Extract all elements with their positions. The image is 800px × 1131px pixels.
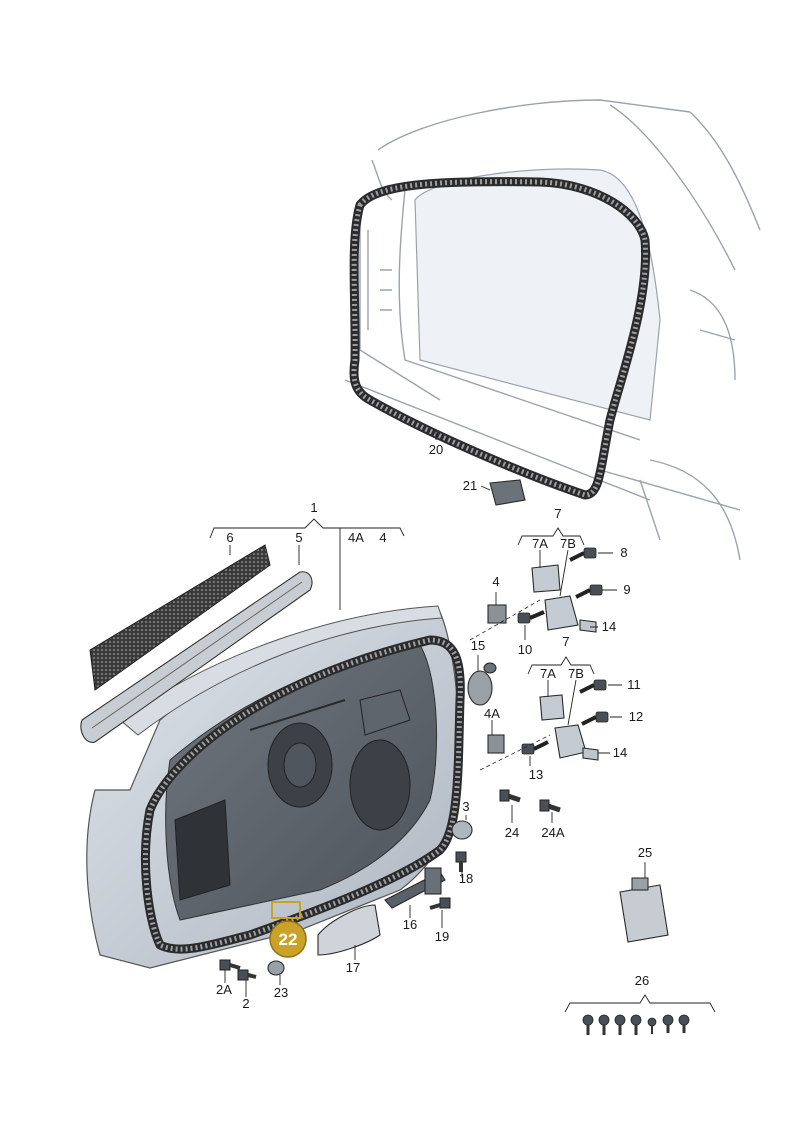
- callout-10: 10: [518, 642, 532, 657]
- callout-24: 24: [505, 825, 519, 840]
- callout-16: 16: [403, 917, 417, 932]
- callout-9: 9: [623, 582, 630, 597]
- callout-24a: 24A: [541, 825, 564, 840]
- callout-14-mid: 14: [613, 745, 627, 760]
- window-strips: [80, 544, 313, 743]
- callout-25: 25: [638, 845, 652, 860]
- callout-21: 21: [463, 478, 477, 493]
- highlight-22-badge: [269, 920, 307, 958]
- callout-12: 12: [629, 709, 643, 724]
- callout-2a: 2A: [216, 982, 232, 997]
- callout-2: 2: [242, 996, 249, 1011]
- callout-11: 11: [627, 677, 641, 692]
- callout-8: 8: [620, 545, 627, 560]
- callout-20: 20: [429, 442, 443, 457]
- callout-6: 6: [226, 530, 233, 545]
- callout-7-top: 7: [554, 506, 561, 521]
- callout-15: 15: [471, 638, 485, 653]
- car-body-illustration: [344, 99, 761, 561]
- callout-7b-top: 7B: [560, 536, 576, 551]
- callout-26: 26: [635, 973, 649, 988]
- highlight-22[interactable]: 22: [269, 901, 307, 958]
- callout-3: 3: [462, 799, 469, 814]
- callout-1: 1: [310, 500, 317, 515]
- callout-4: 4: [492, 574, 499, 589]
- door-shell-illustration: [86, 605, 465, 969]
- callout-labels: 1 6 5 4A 4 20 21 7 7A 7B 8 9 4 14 10 7 1…: [216, 442, 652, 1011]
- callout-13: 13: [529, 767, 543, 782]
- callout-7b-mid: 7B: [568, 666, 584, 681]
- callout-17: 17: [346, 960, 360, 975]
- callout-7a-top: 7A: [532, 536, 548, 551]
- callout-7-mid: 7: [562, 634, 569, 649]
- callout-7a-mid: 7A: [540, 666, 556, 681]
- callout-4a: 4A: [484, 706, 500, 721]
- callout-4-top: 4: [379, 530, 386, 545]
- leader-lines: [209, 430, 716, 1013]
- callout-14-top: 14: [602, 619, 616, 634]
- callout-19: 19: [435, 929, 449, 944]
- callout-18: 18: [459, 871, 473, 886]
- highlight-22-label: 22: [279, 930, 298, 949]
- callout-23: 23: [274, 985, 288, 1000]
- callout-5: 5: [295, 530, 302, 545]
- highlight-22-target: [271, 901, 301, 919]
- hardware-parts: [219, 479, 690, 1035]
- callout-4a-top: 4A: [348, 530, 364, 545]
